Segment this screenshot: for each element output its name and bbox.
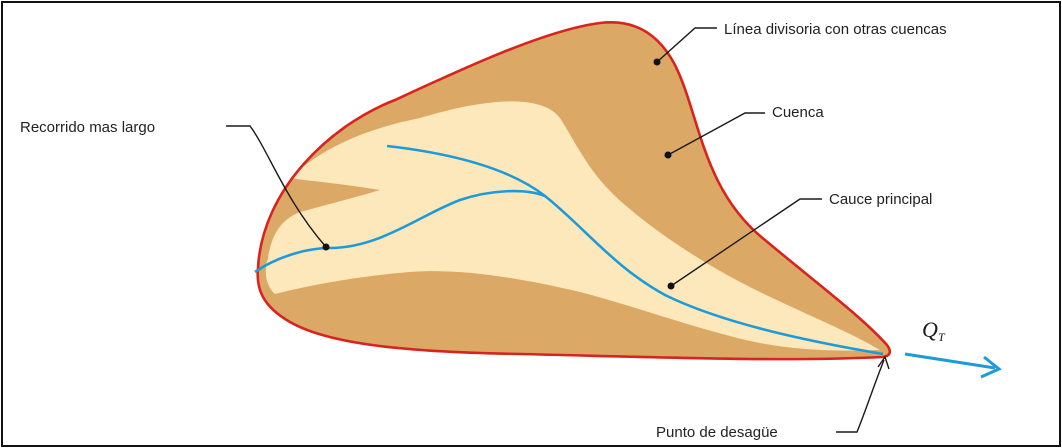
arrow-right-icon [904,352,1002,379]
basin-marker [664,151,672,159]
longest-path-label: Recorrido mas largo [20,119,155,136]
outlet-leader [836,359,885,433]
outlet-label: Punto de desagüe [656,424,778,441]
main-channel-label: Cauce principal [829,191,932,208]
main-channel-stream [386,144,884,356]
divide-leader [656,27,717,63]
flow-label: Q [922,317,938,342]
flow-label-subscript: T [938,330,946,344]
valley-band [265,101,881,351]
main-channel-leader [670,198,822,287]
longest-path-leader [226,125,327,248]
basin-label: Cuenca [772,104,824,121]
longest-path-stream [254,189,546,274]
basin-leader [667,112,765,156]
longest-path-marker [322,243,330,251]
divide-line [256,20,892,361]
outlet-arrowhead [877,355,890,370]
divide-marker [653,58,661,66]
main-channel-marker [667,282,675,290]
divide-label: Línea divisoria con otras cuencas [724,21,947,38]
